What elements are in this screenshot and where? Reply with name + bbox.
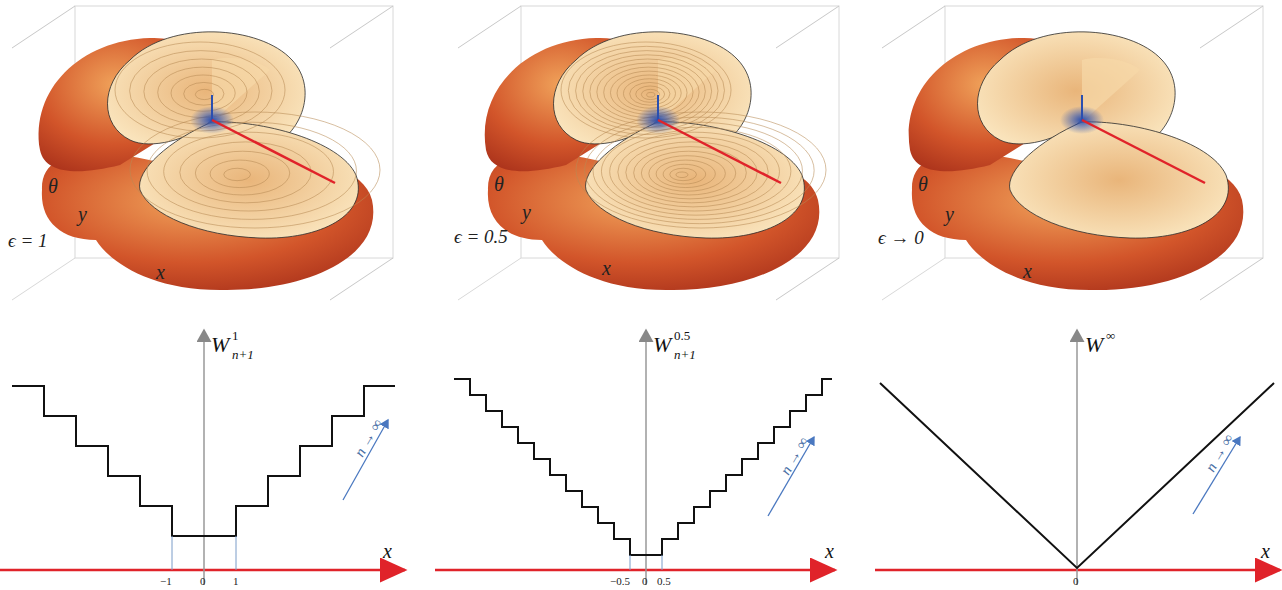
superscript: 1 bbox=[232, 329, 239, 342]
staircase bbox=[12, 386, 395, 536]
axis-label: x bbox=[825, 541, 834, 561]
contour-line bbox=[656, 160, 715, 187]
subscript: n+1 bbox=[232, 348, 254, 361]
bounding-box bbox=[12, 258, 75, 300]
axis-label: y bbox=[78, 204, 87, 224]
contour-line bbox=[670, 168, 697, 180]
contour-line bbox=[171, 75, 235, 111]
tick-label: 0 bbox=[642, 576, 648, 587]
bounding-box bbox=[776, 6, 839, 48]
bounding-box bbox=[458, 6, 521, 48]
w-axis bbox=[645, 330, 647, 585]
contour-line bbox=[641, 89, 659, 99]
bounding-box bbox=[458, 258, 521, 300]
minimum-point bbox=[1081, 95, 1083, 120]
bounding-box bbox=[12, 6, 75, 48]
contour-line bbox=[663, 164, 706, 184]
function-name: W bbox=[211, 334, 229, 356]
minimum-point bbox=[211, 95, 213, 120]
solid-plot bbox=[882, 6, 1263, 300]
contour-line bbox=[210, 160, 269, 187]
axis-label: θ bbox=[48, 176, 58, 196]
tick-mark bbox=[662, 555, 663, 570]
bounding-box bbox=[882, 258, 945, 300]
axis-label: θ bbox=[494, 174, 504, 194]
contour-line bbox=[195, 89, 213, 99]
solid-plot bbox=[12, 6, 393, 300]
x-axis bbox=[0, 569, 405, 572]
superscript: 0.5 bbox=[674, 329, 690, 342]
tick-label: 0.5 bbox=[657, 576, 671, 587]
parameter-label: ϵ → 0 bbox=[878, 228, 924, 247]
w-axis bbox=[1076, 330, 1078, 585]
axis-label: x bbox=[1023, 261, 1032, 281]
bounding-box bbox=[330, 258, 393, 300]
contour-line bbox=[623, 79, 675, 108]
contour-line bbox=[647, 92, 655, 97]
function-name: W bbox=[653, 334, 671, 356]
w-axis bbox=[203, 330, 205, 585]
contour-line bbox=[568, 46, 724, 134]
axis-label: x bbox=[1261, 541, 1270, 561]
x-axis-line bbox=[212, 120, 335, 183]
tick-label: 0 bbox=[1073, 576, 1079, 587]
limit-label: n → ∞ bbox=[352, 417, 385, 460]
tick-label: −1 bbox=[160, 576, 172, 587]
superscript: ∞ bbox=[1106, 329, 1115, 342]
parameter-label: ϵ = 0.5 bbox=[454, 227, 508, 246]
contour-line bbox=[576, 112, 826, 228]
contour-line bbox=[641, 151, 735, 195]
contour-line bbox=[195, 151, 289, 195]
contour-line bbox=[164, 132, 334, 211]
staircase bbox=[454, 379, 832, 555]
x-axis-line bbox=[658, 120, 781, 183]
contour-line bbox=[585, 117, 815, 224]
bounding-box bbox=[1200, 258, 1263, 300]
contour-line bbox=[636, 86, 665, 102]
limit-label: n → ∞ bbox=[778, 435, 811, 478]
contour-line bbox=[618, 137, 768, 207]
tick-label: 1 bbox=[233, 576, 239, 587]
axis-label: y bbox=[522, 202, 531, 222]
contour-line bbox=[676, 172, 688, 178]
tick-mark bbox=[236, 536, 237, 570]
contour-line bbox=[130, 112, 380, 228]
solid-plot bbox=[458, 6, 839, 300]
axis-label: x bbox=[156, 262, 165, 282]
contour-line bbox=[626, 142, 757, 203]
contour-line bbox=[184, 82, 224, 105]
function-name: W bbox=[1085, 334, 1103, 356]
parameter-label: ϵ = 1 bbox=[8, 231, 47, 250]
limit-function bbox=[880, 383, 1274, 568]
subscript: n+1 bbox=[674, 348, 696, 361]
bounding-box bbox=[330, 6, 393, 48]
tick-label: 0 bbox=[200, 576, 206, 587]
x-axis-line bbox=[1082, 120, 1205, 183]
axis-label: x bbox=[383, 541, 392, 561]
axis-label: x bbox=[602, 258, 611, 278]
bounding-box bbox=[1200, 6, 1263, 48]
bounding-box bbox=[882, 6, 945, 48]
contour-line bbox=[617, 75, 681, 111]
contour-line bbox=[180, 142, 311, 203]
bounding-box bbox=[776, 258, 839, 300]
x-axis bbox=[435, 569, 835, 572]
tick-mark bbox=[172, 536, 173, 570]
contour-line bbox=[630, 82, 670, 105]
minimum-point bbox=[657, 95, 659, 120]
contour-line bbox=[561, 42, 731, 138]
contour-line bbox=[115, 42, 285, 138]
axis-label: y bbox=[945, 204, 954, 224]
tick-mark bbox=[630, 555, 631, 570]
tick-label: −0.5 bbox=[610, 576, 630, 587]
contour-line bbox=[649, 156, 726, 191]
axis-label: θ bbox=[918, 174, 928, 194]
contour-line bbox=[610, 132, 780, 211]
contour-line bbox=[634, 147, 747, 199]
limit-label: n → ∞ bbox=[1203, 432, 1236, 475]
contour-line bbox=[224, 168, 251, 180]
